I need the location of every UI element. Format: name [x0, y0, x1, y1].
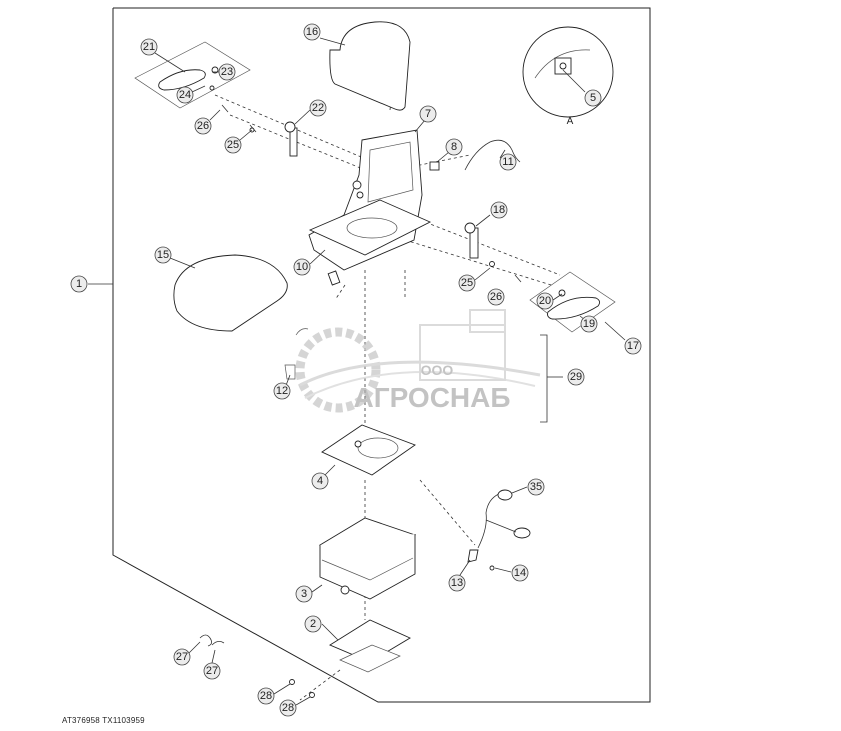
callout-35: 35: [527, 478, 545, 496]
callout-3: 3: [295, 585, 313, 603]
callout-15: 15: [154, 246, 172, 264]
svg-text:14: 14: [514, 567, 526, 579]
callout-5: 5: [584, 89, 602, 107]
svg-text:4: 4: [317, 475, 323, 487]
bracket-left-part: [284, 121, 298, 157]
figure-reference-codes: AT376958 TX1103959: [62, 716, 145, 725]
svg-text:27: 27: [206, 665, 218, 677]
callout-26-left: 26: [194, 117, 212, 135]
fasteners-right: [489, 261, 522, 283]
base-plate-part: [329, 619, 411, 673]
svg-text:3: 3: [301, 588, 307, 600]
detail-label-a: A: [567, 116, 574, 127]
svg-text:8: 8: [451, 141, 457, 153]
callout-18: 18: [490, 201, 508, 219]
callout-26-right: 26: [487, 288, 505, 306]
svg-text:26: 26: [490, 291, 502, 303]
fitting-part: [284, 328, 309, 380]
callout-17: 17: [624, 337, 642, 355]
svg-text:21: 21: [143, 41, 155, 53]
group-bracket-29: [540, 334, 563, 423]
svg-text:26: 26: [197, 120, 209, 132]
svg-text:1: 1: [76, 278, 82, 290]
svg-text:7: 7: [425, 108, 431, 120]
svg-text:15: 15: [157, 249, 169, 261]
svg-text:2: 2: [310, 618, 316, 630]
callout-10: 10: [293, 258, 311, 276]
svg-text:27: 27: [176, 651, 188, 663]
armrest-pad-right-part: [529, 271, 616, 333]
svg-text:11: 11: [502, 156, 513, 168]
watermark-company-name: АГРОСНАБ: [354, 382, 511, 413]
callout-14: 14: [511, 564, 529, 582]
seat-cushion-part: [173, 254, 288, 332]
svg-text:13: 13: [451, 577, 463, 589]
diagram-frame: [88, 7, 651, 703]
svg-text:22: 22: [312, 102, 324, 114]
svg-text:5: 5: [590, 92, 596, 104]
cable-harness-part: [429, 139, 521, 171]
callout-7: 7: [419, 105, 437, 123]
svg-text:10: 10: [296, 261, 308, 273]
callout-12: 12: [273, 382, 291, 400]
seat-frame-part: [308, 129, 432, 271]
svg-text:18: 18: [493, 204, 505, 216]
svg-text:25: 25: [461, 277, 473, 289]
wiring-switch-part: [467, 489, 531, 571]
svg-text:12: 12: [276, 385, 288, 397]
callout-11: 11: [499, 153, 517, 171]
suspension-part: [318, 517, 417, 600]
callout-19: 19: [580, 315, 598, 333]
callout-28-bottom: 28: [279, 699, 297, 717]
callout-21: 21: [140, 38, 158, 56]
callout-28-top: 28: [257, 687, 275, 705]
svg-text:19: 19: [583, 318, 595, 330]
svg-text:29: 29: [570, 371, 582, 383]
swivel-plate-part: [321, 424, 416, 476]
svg-text:28: 28: [282, 702, 294, 714]
callout-29: 29: [567, 368, 585, 386]
callout-23: 23: [218, 63, 236, 81]
svg-text:28: 28: [260, 690, 272, 702]
svg-text:23: 23: [221, 66, 233, 78]
svg-text:25: 25: [227, 139, 239, 151]
callout-2: 2: [304, 615, 322, 633]
callout-25-left: 25: [224, 136, 242, 154]
headrest-part: [329, 21, 411, 111]
callout-24: 24: [176, 86, 194, 104]
bolt-part: [327, 270, 341, 286]
svg-text:20: 20: [539, 295, 551, 307]
callout-16: 16: [303, 23, 321, 41]
callout-27-right: 27: [203, 662, 221, 680]
svg-text:16: 16: [306, 26, 318, 38]
callout-13: 13: [448, 574, 466, 592]
svg-text:35: 35: [530, 481, 542, 493]
watermark-prefix: ООО: [421, 362, 454, 378]
callout-4: 4: [311, 472, 329, 490]
armrest-pad-left-part: [134, 41, 251, 109]
screws-part: [289, 679, 315, 698]
watermark-logo: ООО АГРОСНАБ: [295, 309, 541, 413]
detail-view-a: A: [522, 26, 614, 127]
callout-27-left: 27: [173, 648, 191, 666]
callout-22: 22: [309, 99, 327, 117]
svg-text:17: 17: [627, 340, 639, 352]
callout-1: 1: [70, 275, 88, 293]
fasteners-left: [221, 104, 257, 133]
callout-leaders: [154, 37, 626, 706]
svg-text:24: 24: [179, 89, 191, 101]
clips-part: [199, 634, 225, 647]
callout-8: 8: [445, 138, 463, 156]
callout-20: 20: [536, 292, 554, 310]
callout-25-right: 25: [458, 274, 476, 292]
bracket-right-part: [464, 222, 479, 259]
